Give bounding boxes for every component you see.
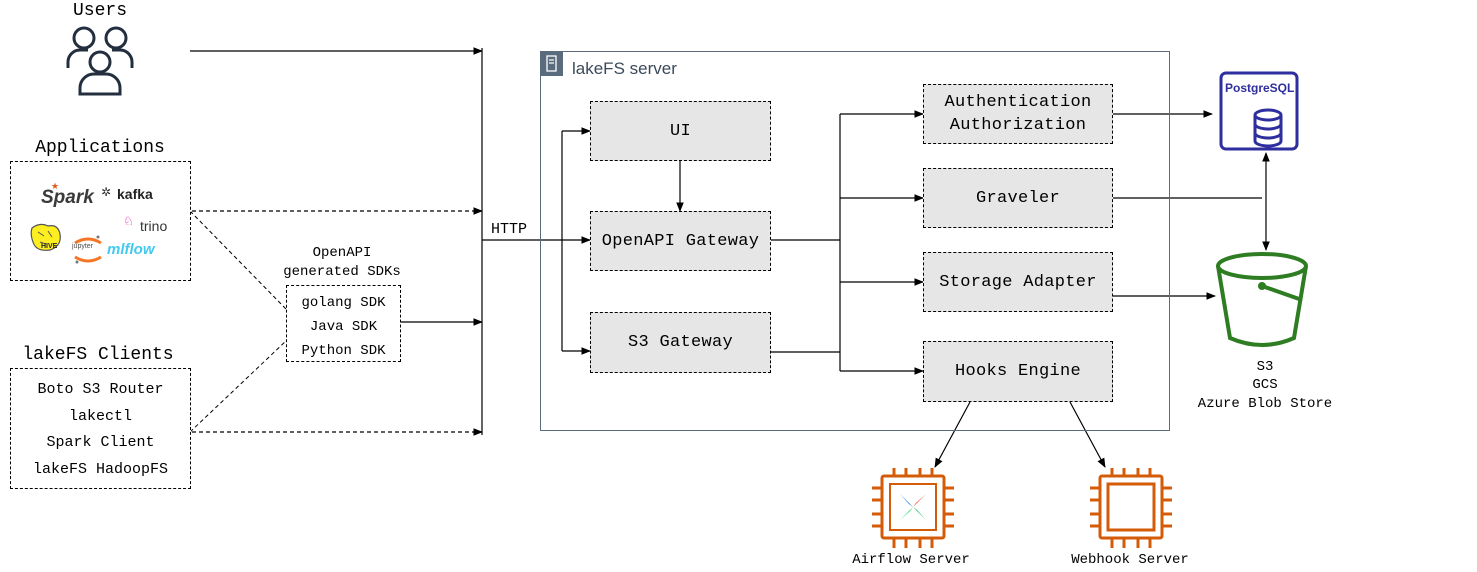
trino-logo: trino [140,218,168,234]
sdk-item-java: Java SDK [309,319,378,335]
clients-label: lakeFS Clients [22,345,174,365]
lakefs-server-title: lakeFS server [572,59,677,78]
users-label: Users [72,1,128,21]
spark-logo: Spark [41,187,94,208]
trino-icon: ♘ [123,214,134,228]
client-item-lakectl: lakectl [68,407,132,425]
clients-box: Boto S3 Router lakectl Spark Client lake… [10,368,191,489]
store-s3-label: S3 [1256,359,1274,375]
storage-adapter-component: Storage Adapter [923,252,1113,312]
auth-component: Authentication Authorization [923,84,1113,144]
http-label: HTTP [491,221,528,238]
spark-star-icon: ★ [51,181,60,191]
hive-icon [30,223,61,251]
sdk-box: golang SDK Java SDK Python SDK [286,285,401,362]
hooks-to-airflow-arrow [934,401,971,468]
openapi-gateway-label: OpenAPI Gateway [601,231,760,251]
graveler-label: Graveler [975,188,1060,208]
store-gcs-label: GCS [1252,377,1278,393]
client-item-boto: Boto S3 Router [37,381,164,398]
applications-label: Applications [35,138,165,158]
webhook-server-label: Webhook Server [1071,552,1189,568]
s3-gateway-label: S3 Gateway [627,333,734,352]
webhook-chip-icon [1090,468,1172,548]
ui-component: UI [590,101,771,161]
postgresql-icon [1219,71,1299,151]
ui-label: UI [669,121,691,141]
kafka-logo: kafka [117,186,153,202]
storage-adapter-label: Storage Adapter [939,272,1097,292]
postgresql-label: PostgreSQL [1225,81,1295,95]
users-icon [66,26,134,96]
sdk-item-golang: golang SDK [301,295,386,311]
airflow-server-label: Airflow Server [852,552,970,568]
sdk-title-line1: OpenAPI [312,245,372,261]
store-azure-label: Azure Blob Store [1197,396,1333,412]
jupyter-logo: jupyter [72,243,94,250]
sdk-item-python: Python SDK [301,343,386,359]
auth-label-line1: Authentication [944,93,1092,112]
jupyter-icon [74,235,102,264]
client-item-spark: Spark Client [46,434,155,451]
s3-gateway-component: S3 Gateway [590,312,771,373]
clients-to-sdk-link [189,339,288,433]
openapi-gateway-component: OpenAPI Gateway [590,211,771,271]
hive-logo: HIVE [41,243,58,250]
mlflow-logo: mlflow [107,241,155,258]
hooks-engine-label: Hooks Engine [954,362,1082,381]
hooks-engine-component: Hooks Engine [923,341,1113,402]
client-item-hadoopfs: lakeFS HadoopFS [32,460,169,478]
auth-label-line2: Authorization [949,116,1087,135]
sdk-title-line2: generated SDKs [283,264,401,280]
apps-to-sdk-link [189,210,288,311]
bucket-icon [1216,252,1308,347]
hooks-to-webhook-arrow [1069,401,1106,468]
kafka-icon: ✲ [101,185,112,199]
server-icon [540,51,563,76]
graveler-component: Graveler [923,168,1113,228]
airflow-chip-icon [872,468,954,548]
applications-box: Spark ★ ✲ kafka ♘ trino HIVE jupyter mlf… [10,161,191,281]
lakefs-server-container [540,51,1170,431]
